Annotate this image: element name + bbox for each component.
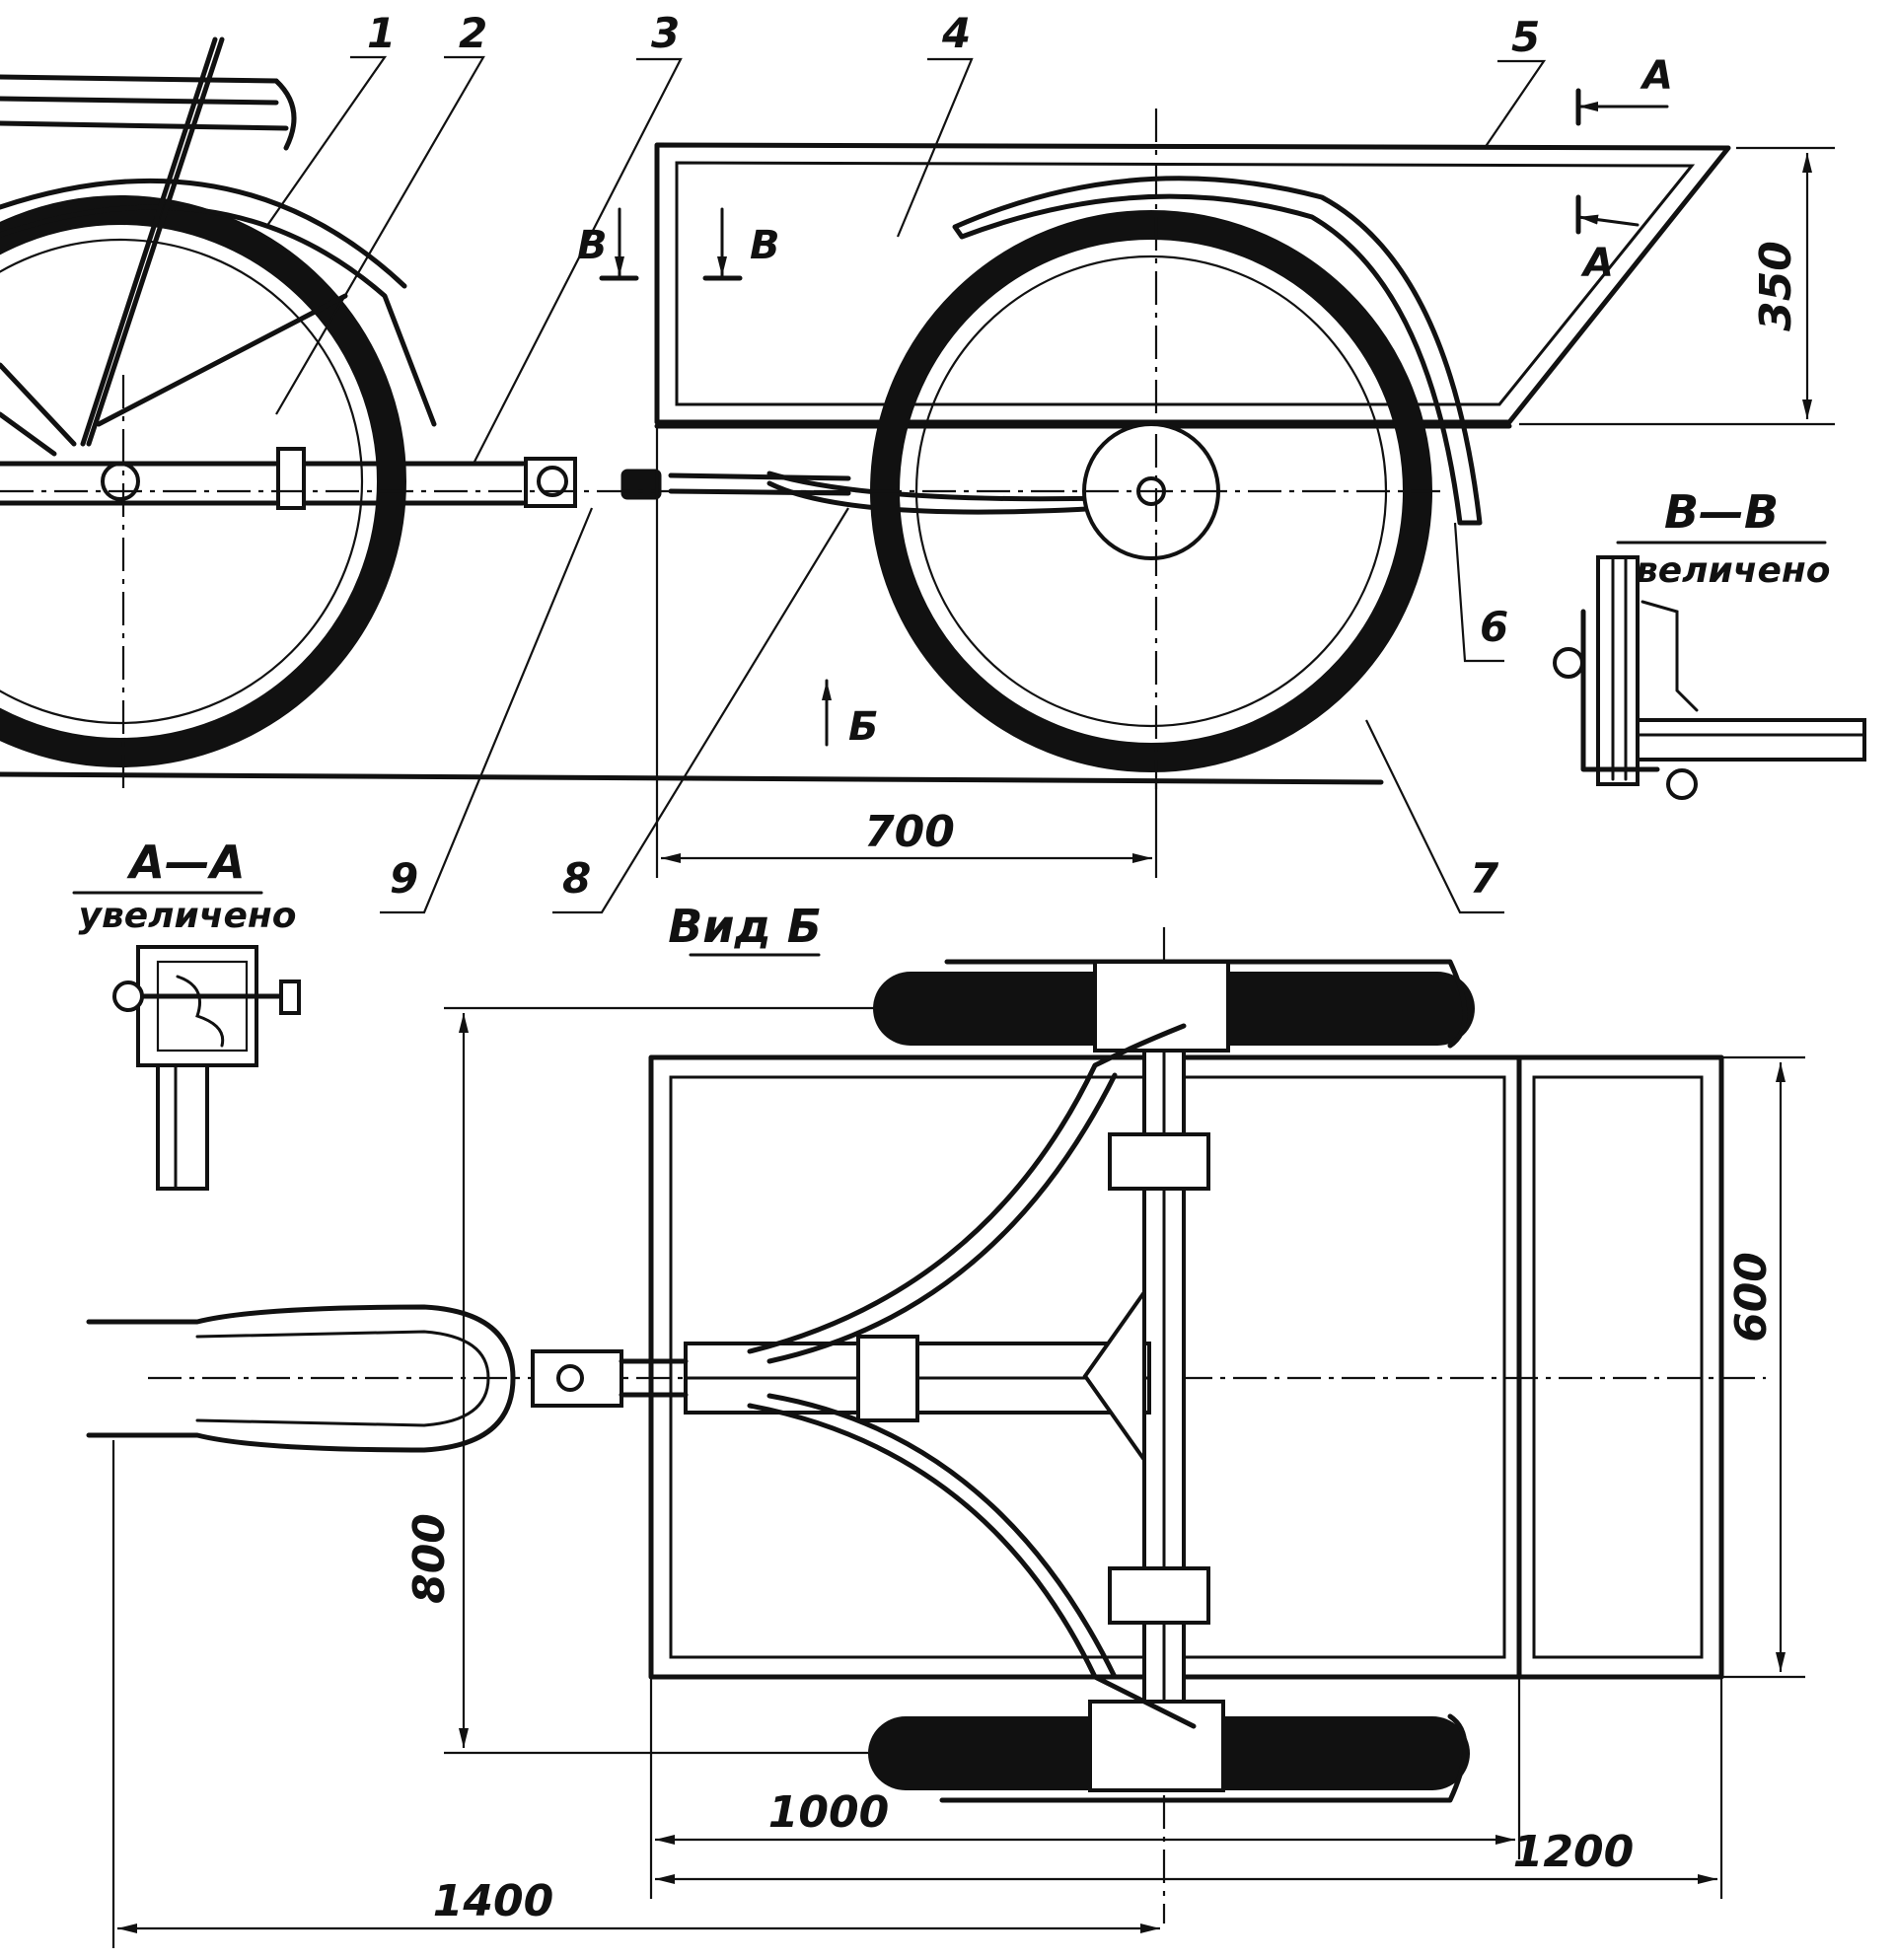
ground-line	[0, 771, 1384, 785]
dimension-700: 700	[655, 426, 1158, 878]
section-marks-side: А А В В Б	[577, 53, 1673, 750]
section-vv-profile	[1553, 555, 1866, 800]
section-aa: А—А увеличено	[72, 835, 301, 1191]
part-number-1: 1	[367, 9, 396, 57]
dim-350-label: 350	[1751, 241, 1801, 331]
section-aa-profile	[112, 945, 301, 1191]
part-number-9: 9	[390, 854, 418, 903]
dimension-600: 600	[1721, 1055, 1805, 1679]
dim-1000-label: 1000	[768, 1787, 889, 1838]
part-number-6: 6	[1480, 603, 1508, 651]
part-number-4: 4	[941, 9, 971, 57]
part-number-7: 7	[1470, 854, 1499, 903]
bicycle-rear-wheel	[0, 178, 437, 767]
dimension-1400: 1400	[111, 1440, 1160, 1948]
wheel-top-upper	[873, 959, 1475, 1053]
dimension-1000: 1000	[649, 1677, 1521, 1899]
trailer-box-side	[654, 142, 1731, 429]
dim-800-label: 800	[404, 1513, 455, 1604]
mark-v-right: В	[750, 223, 780, 268]
drawbar-tube	[0, 447, 1152, 515]
tow-bar-top	[531, 1023, 1197, 1729]
section-vv-subtitle: увеличено	[1613, 550, 1831, 591]
part-number-5: 5	[1511, 13, 1540, 61]
section-vv-title: В—В	[1664, 485, 1779, 539]
dimension-350: 350	[1519, 146, 1835, 426]
dim-1200-label: 1200	[1513, 1827, 1634, 1877]
section-aa-subtitle: увеличено	[79, 896, 297, 936]
bicycle-fork-top	[86, 1304, 516, 1453]
mark-b-view: Б	[848, 704, 879, 750]
wheel-top-lower	[868, 1700, 1470, 1803]
dimension-800: 800	[404, 1006, 878, 1755]
section-vv: В—В увеличено	[1553, 485, 1866, 800]
part-number-3: 3	[651, 9, 680, 57]
dim-600-label: 600	[1726, 1252, 1777, 1343]
part-number-2: 2	[459, 9, 487, 57]
mark-a-bottom: А	[1580, 241, 1614, 286]
side-view: 350 700 А А В В Б 1	[0, 9, 1835, 914]
dimension-1200: 1200	[655, 1677, 1723, 1899]
bicycle-frame	[0, 36, 348, 457]
mudguard	[952, 176, 1483, 526]
dim-700-label: 700	[864, 807, 955, 857]
dim-1400-label: 1400	[433, 1876, 553, 1926]
view-b-title: Вид Б	[668, 900, 822, 953]
part-callouts: 1 2 3 4 5 6 7 8 9	[265, 9, 1547, 914]
view-b: Вид Б	[86, 900, 1805, 1948]
section-aa-title: А—А	[126, 835, 245, 889]
part-number-8: 8	[562, 854, 591, 903]
mark-a-top: А	[1640, 53, 1673, 99]
